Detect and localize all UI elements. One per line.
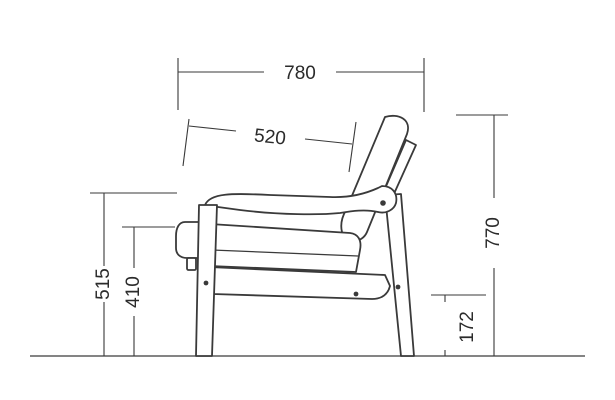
rear-leg-bolt <box>395 284 401 290</box>
seat-height-dimension: 410 <box>122 226 175 356</box>
armrest-bolt <box>380 200 386 206</box>
rear-leg <box>384 193 415 357</box>
seat-rail-bolt <box>353 291 359 297</box>
arm-knob <box>186 257 197 271</box>
seat-height-label: 410 <box>123 276 144 308</box>
seat-clearance-label: 172 <box>457 311 478 343</box>
overall-width-label: 780 <box>284 63 316 84</box>
seat-depth-label: 520 <box>253 125 287 149</box>
seat-frame-rail <box>208 266 391 300</box>
front-arm-pad <box>175 221 203 259</box>
front-leg-bolt <box>203 280 209 286</box>
armrest <box>204 185 398 216</box>
seat-clearance-dimension: 172 <box>431 294 486 356</box>
overall-height-label: 770 <box>483 217 504 249</box>
chair-illustration <box>175 114 417 357</box>
seat-cushion-seam <box>211 249 359 257</box>
front-leg <box>195 204 218 357</box>
overall-height-dimension: 770 <box>456 114 508 356</box>
arm-height-dimension: 515 <box>90 192 177 356</box>
overall-width-dimension: 780 <box>177 58 425 112</box>
seat-depth-dimension: 520 <box>182 118 357 173</box>
seat-cushion <box>209 223 362 273</box>
arm-height-label: 515 <box>93 268 114 300</box>
